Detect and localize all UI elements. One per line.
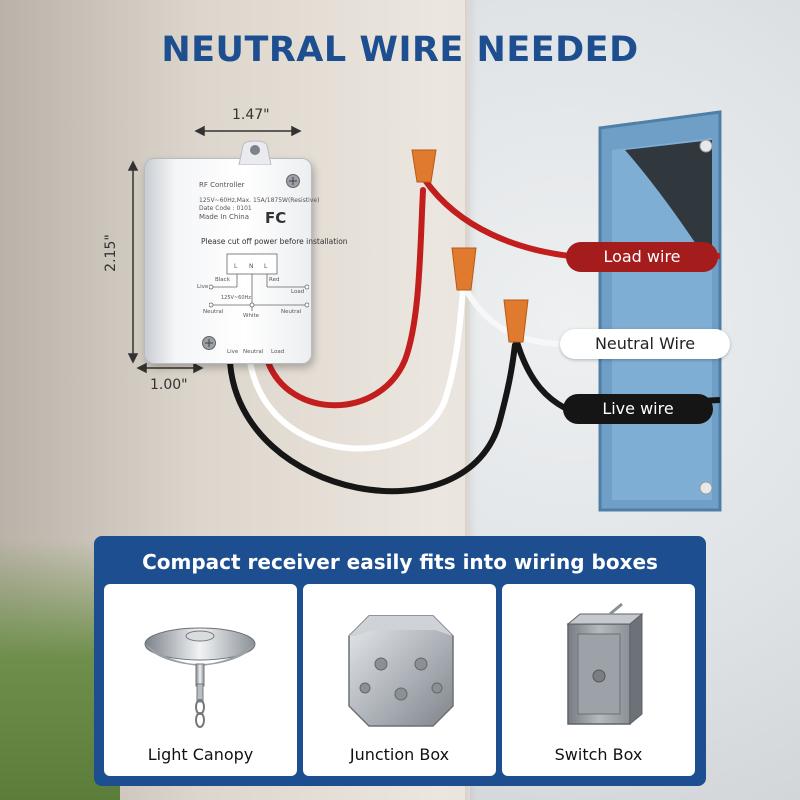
neutral-wire-label: Neutral Wire <box>560 329 730 359</box>
light-canopy-card: Light Canopy <box>104 584 297 776</box>
switch-box-card: Switch Box <box>502 584 695 776</box>
height-dimension: 2.15" <box>102 234 119 272</box>
red-wire-to-box <box>422 178 720 259</box>
fcc-logo: FC <box>265 209 287 227</box>
diagram-rating-label: 125V~60Hz <box>221 295 251 301</box>
live-wire-label: Live wire <box>563 394 713 424</box>
diagram-red-label: Red <box>269 277 280 283</box>
wiring-diagram: L N L Black Red Live Load 125V~60Hz Neut… <box>197 253 309 328</box>
diagram-load-label: Load <box>291 289 305 295</box>
diagram-terminal-l1: L <box>234 263 238 270</box>
device-name: RF Controller <box>199 181 245 189</box>
terminal-live-label: Live <box>227 349 239 355</box>
screw-icon <box>286 174 300 188</box>
wire-nut-icon <box>411 149 529 343</box>
panel-title: Compact receiver easily fits into wiring… <box>142 550 658 574</box>
red-load-wire <box>265 187 426 409</box>
terminal-load-label: Load <box>271 349 285 355</box>
headline: NEUTRAL WIRE NEEDED <box>161 30 639 70</box>
device-date-code: Date Code : 0101 <box>199 205 252 212</box>
junction-box-label: Junction Box <box>349 745 450 764</box>
depth-dimension: 1.00" <box>150 377 188 393</box>
screw-icon <box>202 336 216 350</box>
compatibility-panel: Compact receiver easily fits into wiring… <box>94 536 706 786</box>
terminal-neutral-label: Neutral <box>243 349 264 355</box>
load-wire-label: Load wire <box>566 242 718 272</box>
light-canopy-label: Light Canopy <box>147 745 254 764</box>
diagram-white-label: White <box>243 313 259 319</box>
switch-box-icon <box>566 602 644 726</box>
mounting-tab-icon <box>238 140 272 165</box>
device-warning: Please cut off power before installation <box>201 237 348 246</box>
device-spec: 125V~60Hz,Max. 15A/1875W(Resistive) <box>199 197 320 204</box>
diagram-terminal-l2: L <box>264 263 268 270</box>
switch-box-label: Switch Box <box>554 745 643 764</box>
device-origin: Made In China <box>199 213 250 221</box>
junction-box-card: Junction Box <box>303 584 496 776</box>
white-neutral-wire <box>247 287 466 452</box>
diagram-black-label: Black <box>215 277 230 283</box>
width-dimension: 1.47" <box>232 107 270 123</box>
rf-controller-device: RF Controller 125V~60Hz,Max. 15A/1875W(R… <box>144 140 348 364</box>
junction-box-icon <box>348 615 454 727</box>
black-live-wire <box>227 342 518 495</box>
diagram-neutral-left: Neutral <box>203 309 224 315</box>
diagram-terminal-n: N <box>249 263 254 270</box>
light-canopy-icon <box>144 627 256 728</box>
diagram-lines <box>209 253 309 311</box>
diagram-neutral-right: Neutral <box>281 309 302 315</box>
diagram-live-label: Live <box>197 284 209 290</box>
